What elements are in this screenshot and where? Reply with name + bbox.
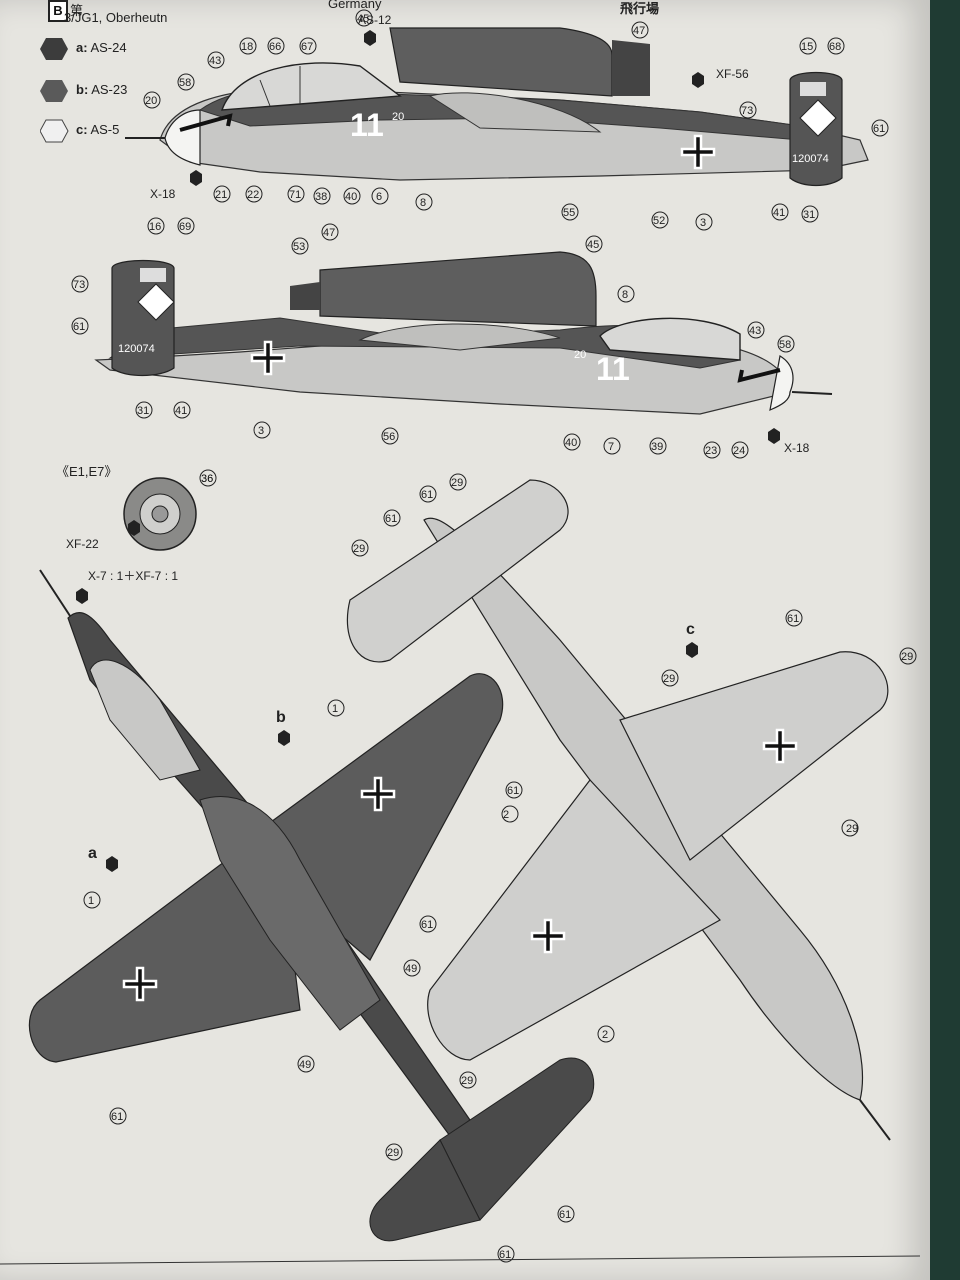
bottom-view: c 61 29 61 29 61 29 29 2 29 61 2 29 xyxy=(346,473,917,1141)
svg-text:8: 8 xyxy=(420,197,426,209)
svg-text:1: 1 xyxy=(332,703,338,715)
svg-text:38: 38 xyxy=(315,191,327,203)
svg-text:31: 31 xyxy=(803,209,815,221)
side-view-right-callouts: X-18 16 69 53 47 45 73 61 8 43 58 31 41 … xyxy=(71,217,810,459)
section-badge: B xyxy=(48,0,68,22)
svg-text:69: 69 xyxy=(179,221,191,233)
svg-text:20: 20 xyxy=(145,95,157,107)
side-view-left-callouts: AS-12 XF-56 X-18 45 47 18 66 67 15 68 43… xyxy=(143,9,889,231)
svg-text:29: 29 xyxy=(451,477,463,489)
serial-number: 120074 xyxy=(792,153,829,165)
svg-text:61: 61 xyxy=(507,785,519,797)
svg-text:61: 61 xyxy=(111,1111,123,1123)
svg-text:39: 39 xyxy=(651,441,663,453)
svg-text:24: 24 xyxy=(733,445,745,457)
svg-text:29: 29 xyxy=(461,1075,473,1087)
serial-number-2: 120074 xyxy=(118,343,155,355)
svg-text:67: 67 xyxy=(301,41,313,53)
svg-text:40: 40 xyxy=(345,191,357,203)
svg-text:47: 47 xyxy=(323,227,335,239)
svg-text:21: 21 xyxy=(215,189,227,201)
svg-text:47: 47 xyxy=(633,25,645,37)
svg-text:23: 23 xyxy=(705,445,717,457)
airfield-label: 飛行場 xyxy=(620,1,660,16)
top-view: X-7 : 1＋XF-7 : 1 b a 1 1 61 xyxy=(28,569,595,1263)
svg-text:52: 52 xyxy=(653,215,665,227)
svg-text:61: 61 xyxy=(421,489,433,501)
svg-text:49: 49 xyxy=(299,1059,311,1071)
svg-text:X-7 : 1＋XF-7 : 1: X-7 : 1＋XF-7 : 1 xyxy=(88,569,178,583)
svg-text:8: 8 xyxy=(622,289,628,301)
svg-text:61: 61 xyxy=(559,1209,571,1221)
svg-text:41: 41 xyxy=(773,207,785,219)
svg-text:56: 56 xyxy=(383,431,395,443)
code-number: 11 xyxy=(350,107,384,143)
svg-text:AS-12: AS-12 xyxy=(358,13,392,27)
svg-text:1: 1 xyxy=(88,895,94,907)
svg-text:36: 36 xyxy=(201,473,213,485)
svg-text:7: 7 xyxy=(608,441,614,453)
small-number-2: 20 xyxy=(574,349,586,361)
svg-text:61: 61 xyxy=(73,321,85,333)
side-view-right: 120074 11 20 xyxy=(94,251,833,415)
svg-text:X-18: X-18 xyxy=(784,441,810,455)
svg-text:43: 43 xyxy=(749,325,761,337)
side-view-left: 120074 11 20 xyxy=(125,27,869,187)
svg-text:X-18: X-18 xyxy=(150,187,176,201)
instruction-page: B 第 3/JG1, Oberheutn Germany 飛行場 a: AS-2… xyxy=(0,0,930,1280)
svg-text:31: 31 xyxy=(137,405,149,417)
svg-text:《E1,E7》: 《E1,E7》 xyxy=(56,464,117,479)
svg-text:45: 45 xyxy=(357,13,369,25)
svg-text:73: 73 xyxy=(741,105,753,117)
svg-text:71: 71 xyxy=(289,189,301,201)
unit-label: 3/JG1, Oberheutn xyxy=(64,10,168,25)
svg-text:29: 29 xyxy=(353,543,365,555)
svg-text:55: 55 xyxy=(563,207,575,219)
svg-text:2: 2 xyxy=(602,1029,608,1041)
svg-text:61: 61 xyxy=(499,1249,511,1261)
svg-text:29: 29 xyxy=(663,673,675,685)
svg-text:a: a xyxy=(88,845,97,862)
svg-text:61: 61 xyxy=(421,919,433,931)
svg-text:41: 41 xyxy=(175,405,187,417)
svg-text:18: 18 xyxy=(241,41,253,53)
paint-chip-icon xyxy=(40,38,68,60)
svg-text:c: c xyxy=(686,621,695,638)
small-number: 20 xyxy=(392,111,404,123)
svg-text:22: 22 xyxy=(247,189,259,201)
svg-text:73: 73 xyxy=(73,279,85,291)
svg-text:49: 49 xyxy=(405,963,417,975)
svg-text:3: 3 xyxy=(700,217,706,229)
paint-chip-icon xyxy=(40,119,69,143)
svg-text:68: 68 xyxy=(829,41,841,53)
svg-text:61: 61 xyxy=(873,123,885,135)
svg-text:29: 29 xyxy=(846,823,858,835)
svg-text:XF-56: XF-56 xyxy=(716,67,749,81)
svg-text:40: 40 xyxy=(565,437,577,449)
svg-text:53: 53 xyxy=(293,241,305,253)
svg-text:45: 45 xyxy=(587,239,599,251)
svg-text:2: 2 xyxy=(503,809,509,821)
location-label: Germany xyxy=(328,0,382,11)
header-prefix: 第 xyxy=(70,3,84,18)
svg-text:6: 6 xyxy=(376,191,382,203)
svg-text:b: b xyxy=(276,709,286,726)
svg-text:XF-22: XF-22 xyxy=(66,537,99,551)
svg-text:43: 43 xyxy=(209,55,221,67)
svg-text:15: 15 xyxy=(801,41,813,53)
svg-text:58: 58 xyxy=(179,77,191,89)
svg-text:29: 29 xyxy=(387,1147,399,1159)
svg-text:29: 29 xyxy=(901,651,913,663)
wheel-detail: 《E1,E7》 36 XF-22 xyxy=(56,464,217,551)
painting-diagram: 120074 11 20 AS-12 XF-56 X-18 45 47 18 6… xyxy=(0,9,921,1265)
svg-text:61: 61 xyxy=(385,513,397,525)
svg-text:3: 3 xyxy=(258,425,264,437)
svg-text:61: 61 xyxy=(787,613,799,625)
svg-text:58: 58 xyxy=(779,339,791,351)
code-number-2: 11 xyxy=(596,351,630,387)
svg-text:66: 66 xyxy=(269,41,281,53)
svg-text:16: 16 xyxy=(149,221,161,233)
paint-chip-icon xyxy=(40,80,68,102)
